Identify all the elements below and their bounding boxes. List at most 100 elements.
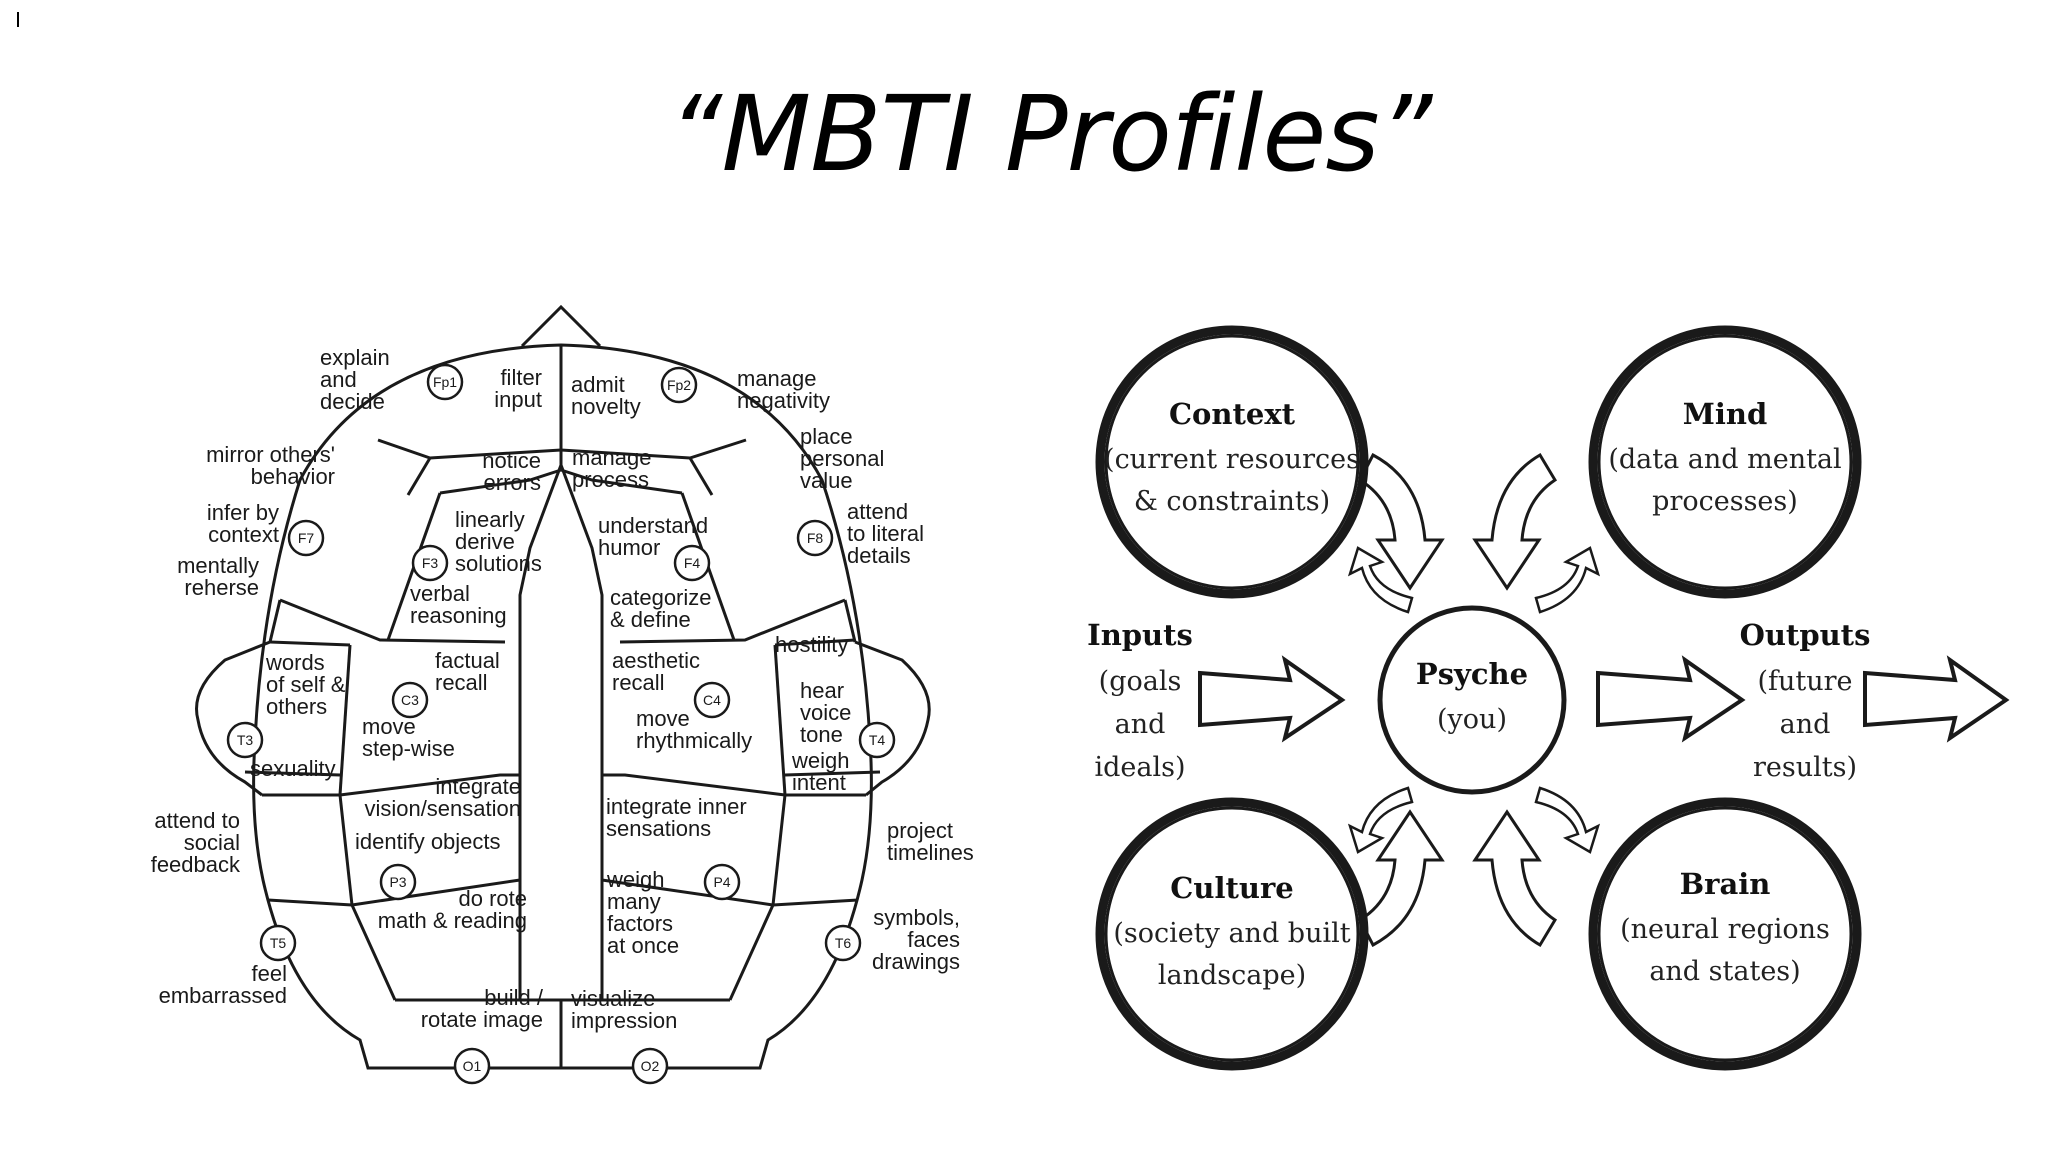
culture-desc-1: (society and built (1113, 918, 1350, 949)
left-ear (195, 640, 271, 797)
electrode-f7-circle (287, 519, 325, 557)
small-arrow-context (1347, 546, 1414, 614)
brain-label-attend-social: social (184, 830, 240, 855)
brain-label-factual: recall (435, 670, 488, 695)
brain-label-weigh-intent: weigh (791, 748, 849, 773)
brain-label-infer: infer by (207, 500, 279, 525)
brain-label-understand: understand (598, 513, 708, 538)
brain-label-sexuality: sexuality (250, 756, 336, 781)
electrode-c4-circle (693, 681, 731, 719)
brain-title: Brain (1680, 867, 1771, 901)
brain-label-move-rhythm: rhythmically (636, 728, 752, 753)
brain-arrow (1472, 809, 1558, 948)
electrode-fp2-circle (660, 366, 698, 404)
brain-label-weigh-intent: intent (792, 770, 846, 795)
electrode-f8-label: F8 (807, 530, 824, 546)
brain-label-move-step: step-wise (362, 736, 455, 761)
brain-label-weigh-many: at once (607, 933, 679, 958)
electrode-t6-label: T6 (835, 935, 852, 951)
culture-arrow (1358, 809, 1445, 948)
brain-label-symbols: symbols, (873, 905, 960, 930)
brain-label-factual: factual (435, 648, 500, 673)
mind-title: Mind (1683, 397, 1767, 431)
psyche-diagram (1095, 325, 2010, 1071)
brain-label-categorize: & define (610, 607, 691, 632)
brain-label-fp2: novelty (571, 394, 641, 419)
mind-desc-1: (data and mental (1608, 444, 1841, 475)
brain-label-rehearse: mentally (177, 553, 259, 578)
brain-label-hear: tone (800, 722, 843, 747)
brain-label-integrate-vision: vision/sensation (364, 796, 521, 821)
electrode-t3-circle (226, 721, 264, 759)
brain-label-weigh-many: factors (607, 911, 673, 936)
inputs-desc-3: ideals) (1094, 752, 1185, 783)
culture-title: Culture (1170, 871, 1293, 905)
brain-label-linearly: solutions (455, 551, 542, 576)
brain-label-notice: notice (482, 448, 541, 473)
outputs-arrow (1863, 655, 2010, 743)
electrode-c3-label: C3 (401, 692, 419, 708)
psyche-desc: (you) (1437, 704, 1507, 735)
mind-arrow (1472, 452, 1558, 591)
brain-label-explain: and (320, 367, 357, 392)
brain-label-mirror: mirror others' (206, 442, 335, 467)
mind-circle (1588, 325, 1862, 599)
psyche-circle (1377, 605, 1567, 795)
brain-label-identify: identify objects (355, 829, 501, 854)
outputs-desc-3: results) (1753, 752, 1857, 783)
electrode-f4-label: F4 (684, 555, 701, 571)
brain-labels: filterinputadmitnoveltynoticeerrorsmanag… (151, 345, 974, 1033)
outputs-title: Outputs (1740, 618, 1871, 652)
electrode-p4-label: P4 (713, 874, 730, 890)
small-arrow-mind (1534, 546, 1601, 614)
brain-label-attend-literal: attend (847, 499, 908, 524)
electrode-t3-label: T3 (237, 732, 254, 748)
small-arrow-brain (1534, 786, 1601, 854)
brain-label-rote: do rote (459, 886, 528, 911)
context-circle (1095, 325, 1369, 599)
right-ear (854, 640, 931, 797)
brain-label-embarrassed: embarrassed (159, 983, 287, 1008)
electrode-f7-label: F7 (298, 530, 315, 546)
brain-label-embarrassed: feel (252, 961, 287, 986)
brain-label-linearly: linearly (455, 507, 525, 532)
inputs-title: Inputs (1087, 618, 1193, 652)
context-arrow (1358, 452, 1445, 591)
brain-label-aesthetic: recall (612, 670, 665, 695)
culture-circle (1095, 797, 1369, 1071)
electrode-t5-label: T5 (270, 935, 287, 951)
brain-label-aesthetic: aesthetic (612, 648, 700, 673)
brain-label-weigh-many: weigh (606, 867, 664, 892)
culture-desc-2: landscape) (1158, 960, 1306, 991)
brain-label-infer: context (208, 522, 279, 547)
nose-outline (520, 304, 602, 348)
psyche-title: Psyche (1416, 657, 1528, 691)
brain-label-move-step: move (362, 714, 416, 739)
midline-column (518, 460, 604, 1002)
brain-label-attend-social: attend to (154, 808, 240, 833)
electrode-o1-label: O1 (463, 1058, 482, 1074)
brain-desc-1: (neural regions (1620, 914, 1830, 945)
brain-label-understand: humor (598, 535, 660, 560)
inputs-arrow (1198, 655, 1346, 743)
brain-label-rote: math & reading (378, 908, 527, 933)
brain-label-visualize: visualize (571, 986, 655, 1011)
brain-label-manage-process: manage (572, 445, 652, 470)
mind-desc-2: processes) (1652, 486, 1798, 517)
small-arrow-culture (1347, 786, 1414, 854)
inputs-desc-2: and (1115, 709, 1166, 740)
electrode-p4-circle (703, 863, 741, 901)
brain-label-build: build / (484, 985, 544, 1010)
brain-label-words: words (265, 650, 325, 675)
brain-label-attend-literal: details (847, 543, 911, 568)
brain-label-place: value (800, 468, 853, 493)
brain-label-fp1: filter (500, 365, 542, 390)
brain-label-manage-neg: negativity (737, 388, 830, 413)
electrode-p3-label: P3 (389, 874, 406, 890)
context-title: Context (1169, 397, 1296, 431)
brain-label-words: of self & (266, 672, 346, 697)
brain-label-verbal: reasoning (410, 603, 507, 628)
brain-label-fp2: admit (571, 372, 625, 397)
brain-label-rehearse: reherse (184, 575, 259, 600)
brain-label-verbal: verbal (410, 581, 470, 606)
